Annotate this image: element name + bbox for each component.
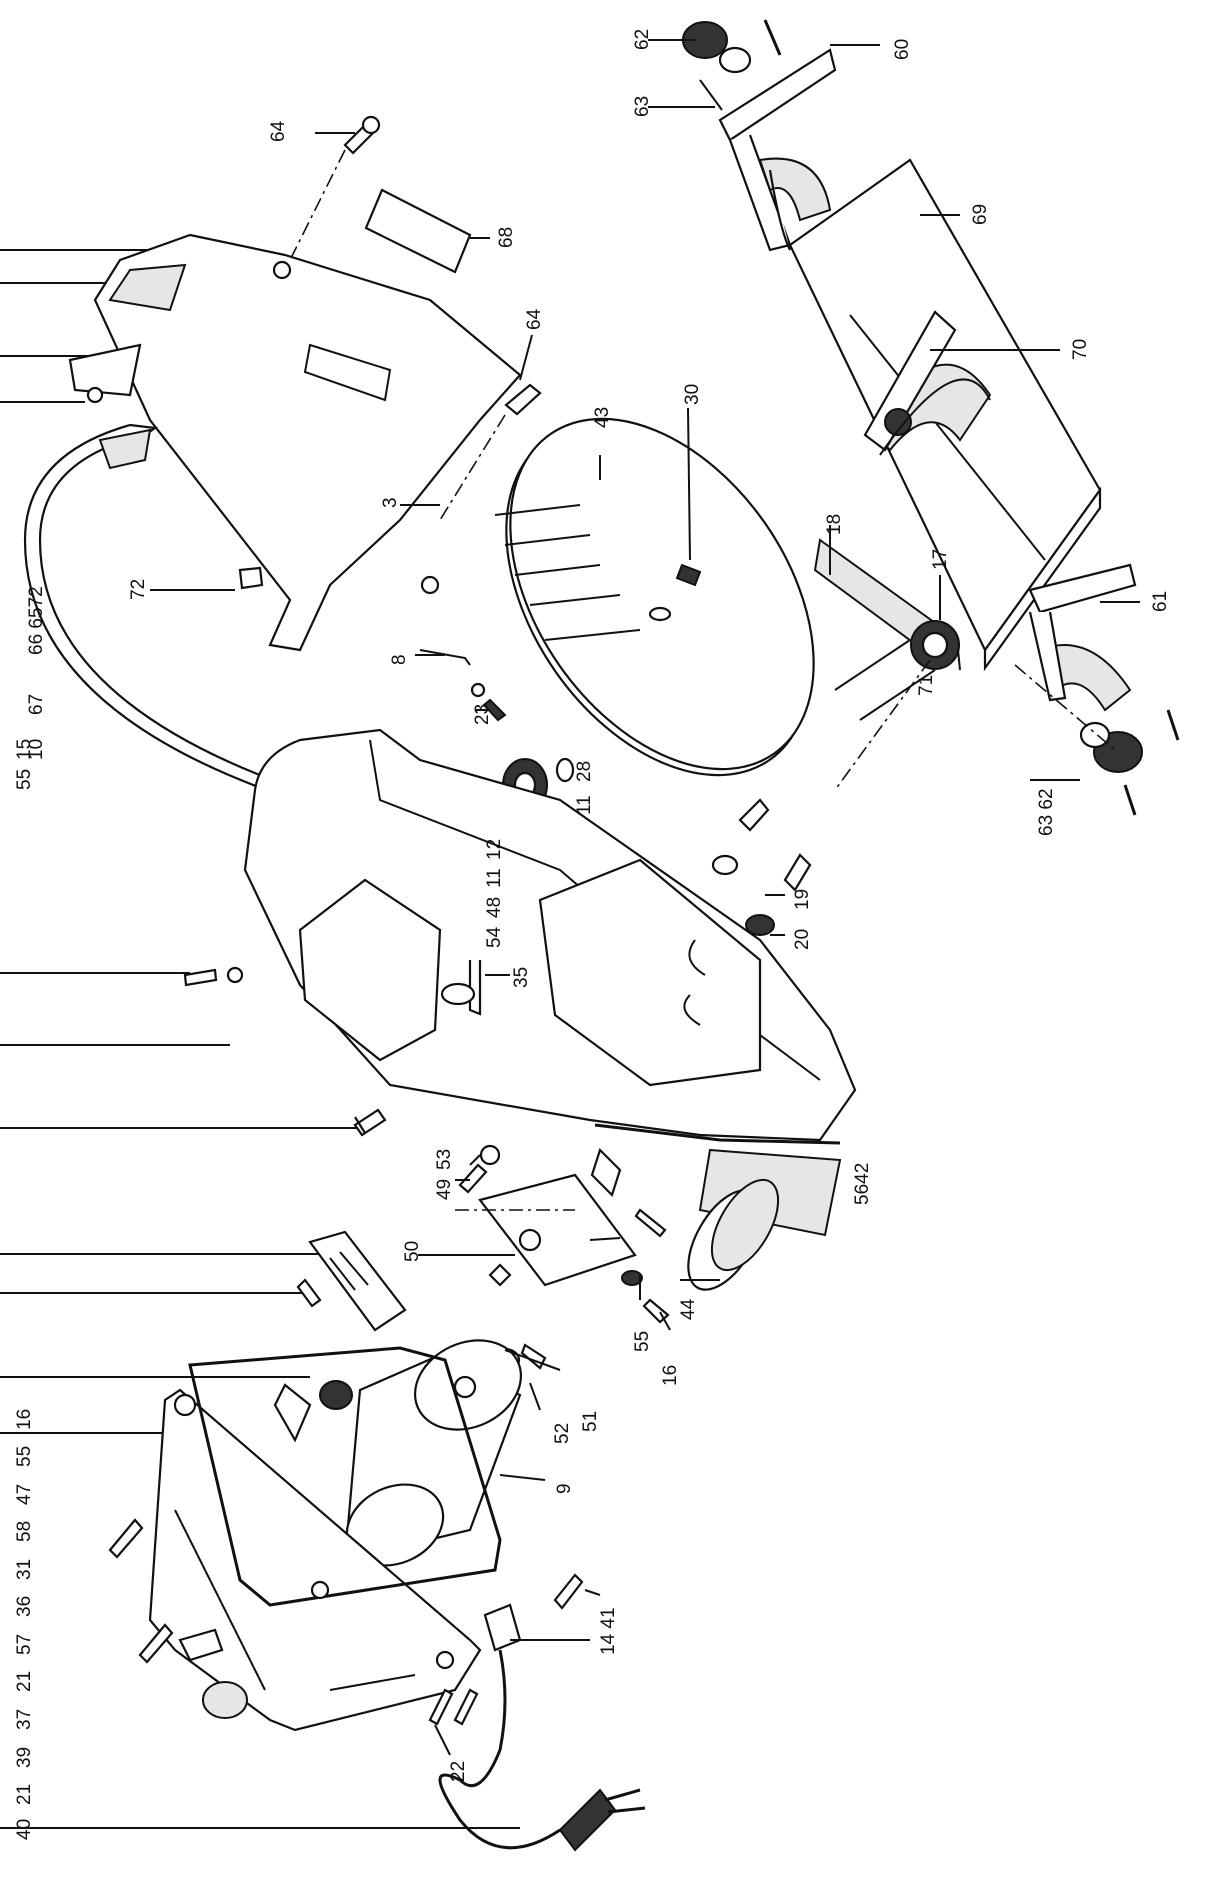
- callout-66-65-72: 66 6572: [26, 586, 47, 655]
- callout-63-62: 63 62: [1036, 788, 1057, 836]
- callout-72: 72: [128, 579, 149, 600]
- part-motor: [343, 1339, 523, 1567]
- callout-43: 43: [592, 407, 613, 428]
- left-label-9: 47: [14, 1484, 35, 1505]
- left-label-10: 55: [14, 1446, 35, 1467]
- part-miter-guide-bottom: [1014, 563, 1180, 816]
- left-label-1: 21: [14, 1784, 35, 1805]
- part-drive-belt: [813, 538, 960, 791]
- callout-62-top: 62: [632, 29, 653, 50]
- left-label-5: 57: [14, 1634, 35, 1655]
- left-label-8: 58: [14, 1521, 35, 1542]
- callout-35: 35: [511, 967, 532, 988]
- callout-70: 70: [1070, 339, 1091, 360]
- callout-55-top: 55: [14, 769, 35, 790]
- callout-11-b: 11: [484, 868, 505, 888]
- part-switch-plate: [296, 1230, 407, 1332]
- callout-labels: 64 68 64 43 30 3 72 8 23 18 17 71 62 63 …: [14, 29, 1171, 1782]
- callout-20: 20: [792, 929, 813, 950]
- left-label-11: 16: [14, 1409, 35, 1430]
- callout-leaders: [150, 39, 1140, 1756]
- callout-64-mid: 64: [524, 308, 545, 330]
- callout-71: 71: [916, 675, 937, 696]
- callout-60: 60: [892, 39, 913, 60]
- left-leader-lines: [0, 249, 520, 1829]
- callout-19: 19: [792, 889, 813, 910]
- left-label-3: 37: [14, 1709, 35, 1730]
- callout-54: 54: [484, 926, 505, 948]
- callout-16-mid: 16: [660, 1365, 681, 1386]
- callout-50: 50: [402, 1241, 423, 1262]
- callout-12: 12: [484, 839, 505, 860]
- left-label-0: 40: [14, 1819, 35, 1840]
- callout-28: 28: [574, 761, 595, 782]
- callout-48: 48: [484, 897, 505, 918]
- callout-49: 49: [434, 1179, 455, 1200]
- callout-64-top: 64: [268, 120, 289, 142]
- part-upper-housing: [68, 233, 522, 652]
- callout-10: 10: [26, 739, 47, 760]
- callout-14-41: 14 41: [598, 1607, 619, 1655]
- part-label-plate-68: [364, 188, 472, 274]
- part-miter-guide-top: [682, 19, 837, 252]
- left-label-2: 39: [14, 1747, 35, 1768]
- part-sanding-disc: [494, 417, 815, 777]
- left-label-7: 31: [14, 1559, 35, 1580]
- callout-23: 23: [472, 704, 493, 725]
- callout-68: 68: [496, 227, 517, 248]
- small-parts-cluster-upper: [238, 383, 542, 722]
- left-label-4: 21: [14, 1671, 35, 1692]
- callout-30: 30: [682, 384, 703, 405]
- part-base-housing: [243, 728, 857, 1291]
- callout-8: 8: [389, 654, 410, 665]
- callout-61: 61: [1150, 591, 1171, 612]
- left-side-screws: [108, 966, 584, 1726]
- callout-67: 67: [26, 694, 47, 715]
- part-power-cord: [438, 1603, 646, 1852]
- callout-11-a: 11: [574, 795, 595, 815]
- callout-53: 53: [434, 1149, 455, 1170]
- part-screw-64-top: [289, 115, 381, 261]
- callout-18: 18: [824, 514, 845, 535]
- callout-5642: 5642: [852, 1163, 873, 1205]
- callout-51: 51: [580, 1411, 601, 1432]
- callout-22: 22: [448, 1761, 469, 1782]
- callout-44: 44: [678, 1298, 699, 1320]
- callout-52: 52: [552, 1423, 573, 1444]
- callout-15: 15: [14, 739, 35, 760]
- left-label-6: 36: [14, 1596, 35, 1617]
- left-label-column: 40 21 39 37 21 57 36 31 58 47 55 16: [14, 1409, 35, 1840]
- callout-55-mid: 55: [632, 1331, 653, 1352]
- callout-17: 17: [930, 549, 951, 570]
- callout-9: 9: [554, 1483, 575, 1494]
- part-motor-base: [148, 1346, 502, 1732]
- callout-3: 3: [380, 497, 401, 508]
- part-table-69: [788, 158, 1102, 672]
- callout-69: 69: [970, 204, 991, 225]
- callout-63-top: 63: [632, 96, 653, 117]
